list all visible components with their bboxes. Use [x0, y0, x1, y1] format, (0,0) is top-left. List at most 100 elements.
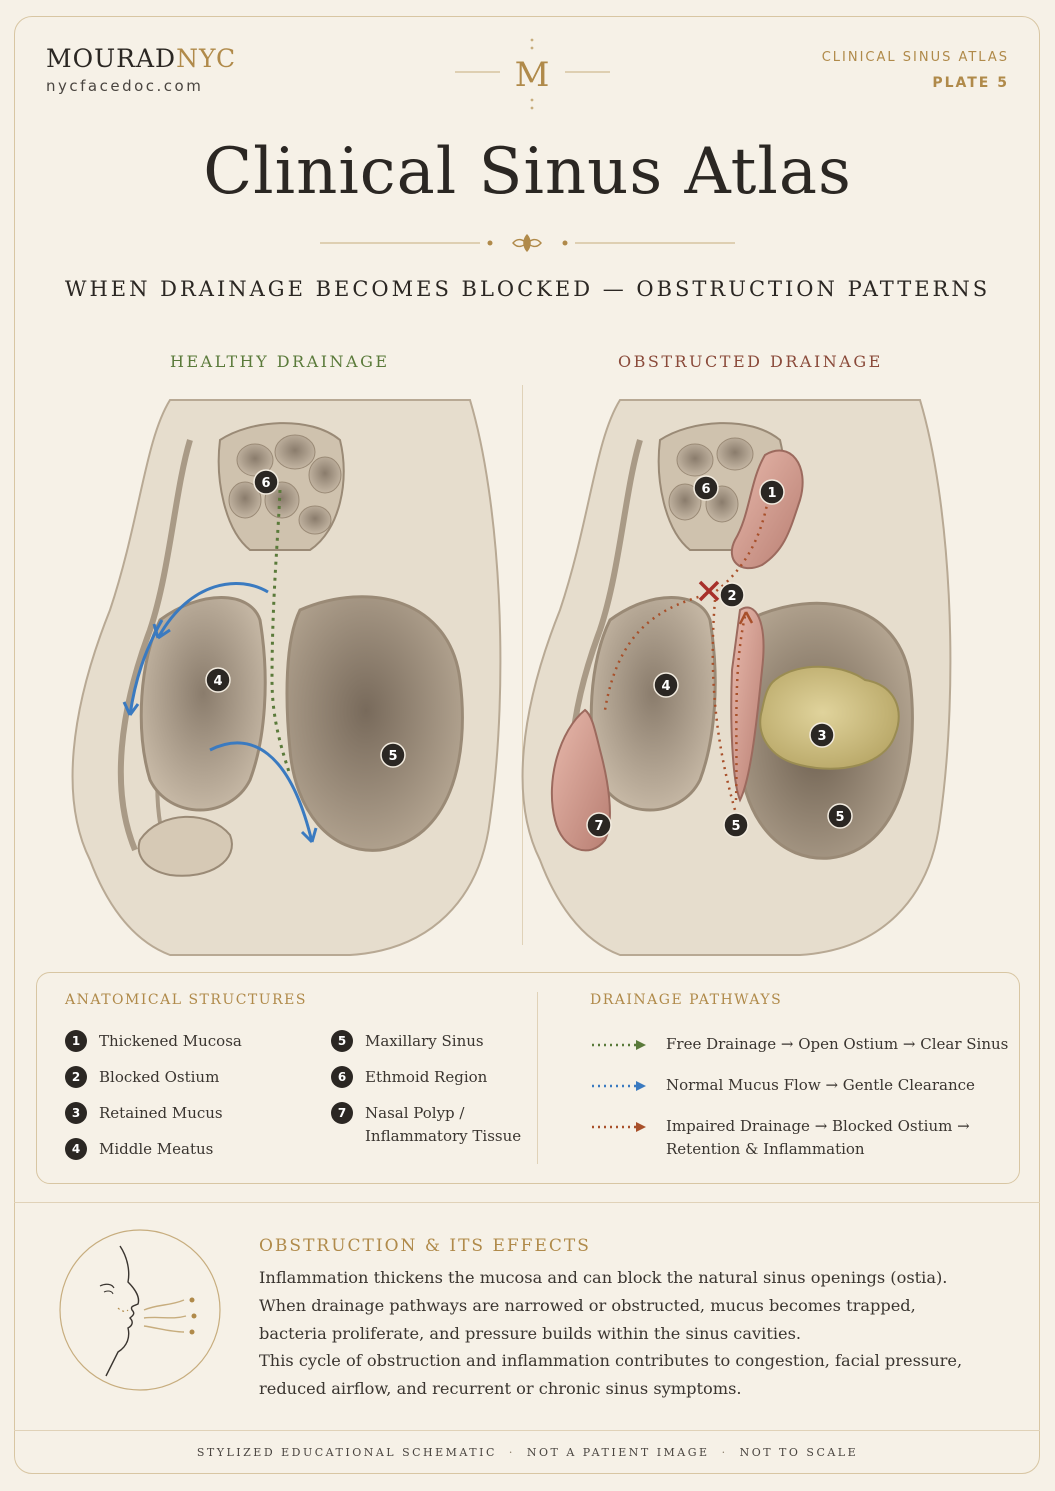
healthy-sinus-illustration: 6 4 5 [71, 399, 502, 956]
structure-label: Blocked Ostium [99, 1068, 220, 1086]
effects-body: Inflammation thickens the mucosa and can… [259, 1264, 979, 1403]
legend-divider [537, 992, 538, 1164]
structure-item: 2 Blocked Ostium [65, 1066, 219, 1089]
callout-7: 7 [586, 812, 612, 838]
pathway-rust: Impaired Drainage → Blocked Ostium → Rete… [590, 1115, 970, 1161]
obstructed-panel-label: OBSTRUCTED DRAINAGE [618, 352, 883, 371]
effects-heading: OBSTRUCTION & ITS EFFECTS [259, 1236, 591, 1256]
page-frame [14, 16, 1040, 1474]
svg-text:2: 2 [727, 589, 736, 604]
svg-text:1: 1 [767, 486, 776, 501]
svg-text:3: 3 [817, 729, 826, 744]
callout-5b: 5 [827, 803, 853, 829]
face-profile-icon [59, 1229, 221, 1391]
callout-6: 6 [693, 475, 719, 501]
effects-line: bacteria proliferate, and pressure build… [259, 1323, 802, 1343]
structure-number: 5 [331, 1030, 353, 1052]
effects-line: This cycle of obstruction and inflammati… [259, 1351, 963, 1371]
pathway-label: Free Drainage → Open Ostium → Clear Sinu… [666, 1035, 1009, 1053]
structure-number: 4 [65, 1138, 87, 1160]
blue-dotted-arrow-icon [592, 1081, 646, 1091]
structure-item: 5 Maxillary Sinus [331, 1030, 484, 1053]
footer: STYLIZED EDUCATIONAL SCHEMATIC · NOT A PAT… [0, 1446, 1055, 1459]
plate-series: CLINICAL SINUS ATLAS [821, 50, 1009, 65]
structure-item: 4 Middle Meatus [65, 1138, 213, 1161]
structure-label: Retained Mucus [99, 1104, 223, 1122]
structure-number: 2 [65, 1066, 87, 1088]
callout-1: 1 [759, 479, 785, 505]
structure-number: 6 [331, 1066, 353, 1088]
callout-2: 2 [719, 582, 745, 608]
thickened-mucosa [730, 449, 804, 570]
svg-text:4: 4 [213, 674, 222, 689]
obstructed-sinus-illustration: 6 1 2 4 3 7 5 5 [521, 399, 952, 956]
structure-label: Ethmoid Region [365, 1068, 488, 1086]
pathway-label-line2: Retention & Inflammation [666, 1140, 865, 1158]
section-divider [14, 1202, 1040, 1203]
swollen-mucosa [730, 606, 765, 803]
structure-item: 1 Thickened Mucosa [65, 1030, 242, 1053]
rust-dotted-arrow-icon [592, 1122, 646, 1132]
ethmoid-cells [217, 422, 345, 551]
structure-label: Maxillary Sinus [365, 1032, 484, 1050]
brand-name-main: MOURAD [46, 44, 177, 73]
structure-number: 1 [65, 1030, 87, 1052]
plate-number: PLATE 5 [932, 75, 1009, 91]
legend-box [36, 972, 1020, 1184]
structure-item: 6 Ethmoid Region [331, 1066, 487, 1089]
structures-heading: ANATOMICAL STRUCTURES [65, 992, 307, 1008]
structure-number: 3 [65, 1102, 87, 1124]
footer-note: STYLIZED EDUCATIONAL SCHEMATIC [196, 1446, 497, 1459]
svg-text:5: 5 [388, 749, 397, 764]
callout-4: 4 [653, 672, 679, 698]
brand: MOURADNYC nycfacedoc.com [46, 44, 236, 95]
svg-text:6: 6 [701, 482, 710, 497]
pathway-blue: Normal Mucus Flow → Gentle Clearance [590, 1074, 975, 1097]
structure-item: 3 Retained Mucus [65, 1102, 223, 1125]
footer-separator: · [508, 1446, 515, 1459]
blue-flow-arrow-lower [209, 741, 314, 843]
middle-meatus-region [139, 596, 267, 812]
title-ornament [320, 234, 735, 252]
pathway-label: Impaired Drainage → Blocked Ostium → Rete… [666, 1115, 970, 1161]
callout-5: 5 [380, 742, 406, 768]
callout-3: 3 [809, 722, 835, 748]
brand-name: MOURADNYC [46, 44, 236, 73]
healthy-panel-label: HEALTHY DRAINAGE [170, 352, 390, 371]
effects-line: Inflammation thickens the mucosa and can… [259, 1268, 948, 1287]
page-title: Clinical Sinus Atlas [203, 135, 852, 209]
blockage-mark-icon [698, 580, 720, 602]
page-subtitle: WHEN DRAINAGE BECOMES BLOCKED — OBSTRUCT… [64, 277, 991, 301]
svg-text:4: 4 [661, 679, 670, 694]
brand-url: nycfacedoc.com [46, 77, 204, 95]
svg-text:7: 7 [594, 819, 603, 834]
plate-info: CLINICAL SINUS ATLAS PLATE 5 [822, 50, 1009, 91]
brand-name-accent: NYC [176, 44, 237, 73]
maxillary-sinus [285, 595, 464, 852]
pathways-heading: DRAINAGE PATHWAYS [590, 992, 783, 1008]
pathway-label-line1: Impaired Drainage → Blocked Ostium → [666, 1117, 970, 1135]
pathway-green: Free Drainage → Open Ostium → Clear Sinu… [590, 1033, 1008, 1056]
monogram-emblem: M [455, 38, 610, 110]
panel-divider [522, 385, 523, 945]
footer-separator: · [721, 1446, 728, 1459]
green-dotted-arrow-icon [592, 1040, 646, 1050]
callout-5a: 5 [723, 812, 749, 838]
monogram-letter: M [515, 55, 550, 95]
effects-line: reduced airflow, and recurrent or chroni… [259, 1379, 742, 1399]
svg-text:5: 5 [835, 810, 844, 825]
green-drainage-path [270, 489, 292, 776]
callout-6: 6 [253, 469, 279, 495]
svg-text:6: 6 [261, 476, 270, 491]
structure-label: Middle Meatus [99, 1140, 214, 1158]
svg-text:5: 5 [731, 819, 740, 834]
pathway-label: Normal Mucus Flow → Gentle Clearance [666, 1076, 975, 1094]
structure-label-line2: Inflammatory Tissue [365, 1127, 522, 1145]
footer-divider [14, 1430, 1040, 1431]
blue-flow-arrow-upper [156, 581, 269, 639]
callout-4: 4 [205, 667, 231, 693]
retained-mucus [759, 665, 900, 770]
footer-note: NOT A PATIENT IMAGE [526, 1446, 710, 1459]
structure-label: Thickened Mucosa [99, 1032, 242, 1050]
